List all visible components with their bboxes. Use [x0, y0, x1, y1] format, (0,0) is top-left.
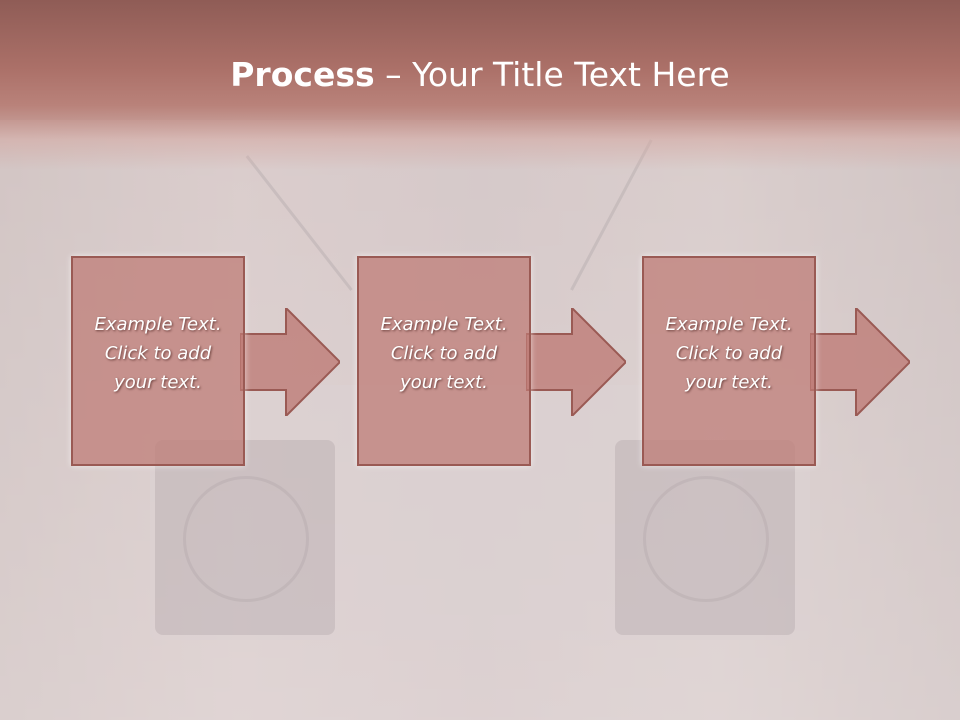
process-arrow-2 [526, 308, 626, 416]
process-step-1[interactable]: Example Text. Click to add your text. [71, 256, 245, 466]
speaker-left [155, 440, 335, 635]
step-2-text: Example Text. Click to add your text. [380, 314, 508, 393]
process-step-2[interactable]: Example Text. Click to add your text. [357, 256, 531, 466]
step-1-text: Example Text. Click to add your text. [94, 314, 222, 393]
title-band [0, 0, 960, 170]
title-rest: Your Title Text Here [412, 55, 730, 94]
title-bold: Process [230, 55, 375, 94]
process-step-3[interactable]: Example Text. Click to add your text. [642, 256, 816, 466]
process-arrow-1 [240, 308, 340, 416]
step-3-text: Example Text. Click to add your text. [665, 314, 793, 393]
title-separator: – [374, 55, 413, 94]
speaker-cone-right [643, 476, 769, 602]
speaker-cone-left [183, 476, 309, 602]
slide-title[interactable]: Process – Your Title Text Here [0, 50, 960, 100]
process-arrow-3 [810, 308, 910, 416]
speaker-right [615, 440, 795, 635]
